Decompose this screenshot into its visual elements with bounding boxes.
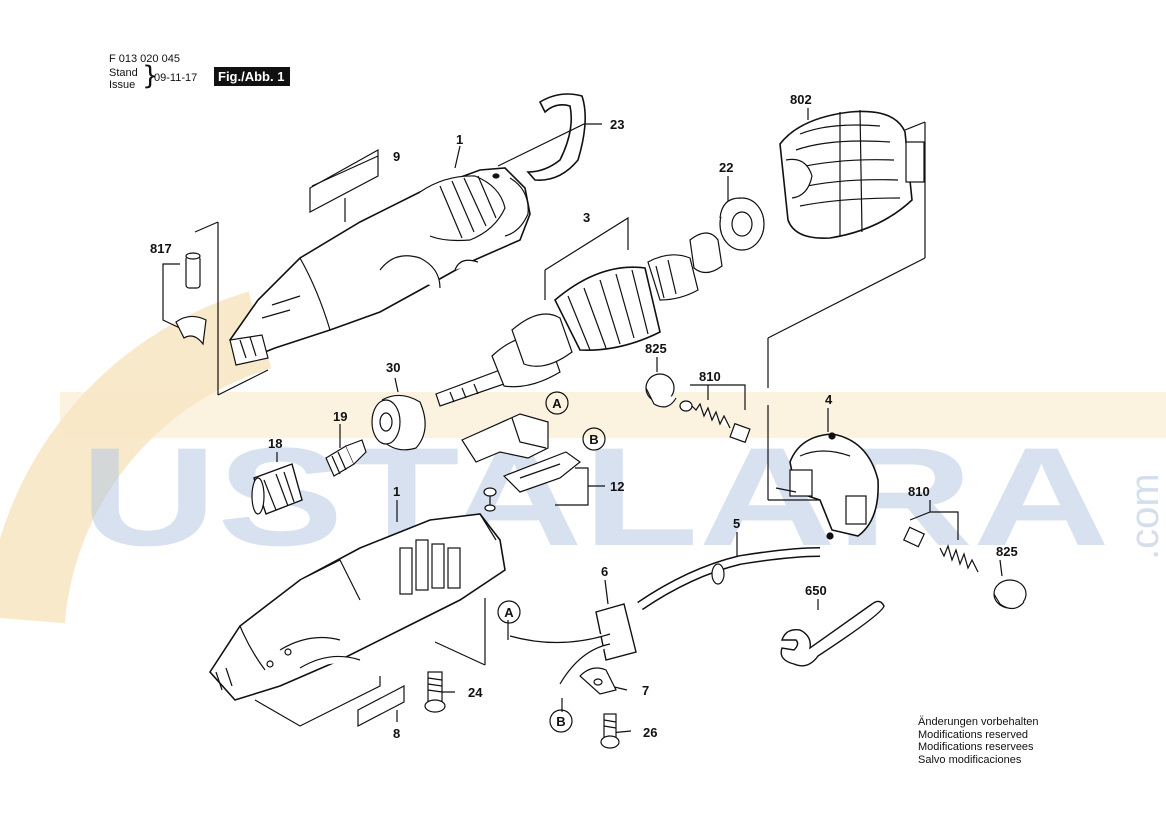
label-part-30: 30 [386,360,400,375]
label-part-1-bottom: 1 [393,484,400,499]
part-817 [175,252,207,346]
part-9-plate [309,148,379,213]
note-line: Modifications reserved [918,728,1029,741]
label-part-650: 650 [805,583,827,598]
label-part-6: 6 [601,564,608,579]
callout-a-top-label: A [552,396,562,411]
label-part-810-bottom: 810 [908,484,930,499]
callout-circles [497,391,606,733]
label-part-1-top: 1 [456,132,463,147]
part-30-bearing [371,394,426,451]
part-5-cord [637,547,821,611]
note-line: Änderungen vorbehalten [918,716,1039,728]
part-22-bearing [719,197,765,251]
part-3-armature [435,232,723,407]
issue-label: Issue [109,79,136,91]
callout-b-top-label: B [589,432,598,447]
note-line: Salvo modificaciones [918,753,1022,766]
callout-b-bottom-label: B [556,714,565,729]
part-810-upper [679,400,751,444]
watermark-arc [0,291,272,624]
label-part-23: 23 [610,117,624,132]
part-26-screw [600,713,620,749]
watermark: USTALARA .com [0,291,1166,624]
part-825-upper [645,373,677,408]
label-part-8: 8 [393,726,400,741]
label-part-26: 26 [643,725,657,740]
part-24-screw [424,671,446,713]
label-part-5: 5 [733,516,740,531]
part-7-clamp [579,667,617,695]
part-8-plate [357,685,405,727]
label-part-802: 802 [790,92,812,107]
callout-a-bottom [497,600,521,624]
modification-notes: Änderungen vorbehalten Modifications res… [918,716,1038,766]
label-part-19: 19 [333,409,347,424]
brace-icon: } [142,61,159,91]
label-part-810-top: 810 [699,369,721,384]
label-part-825-top: 825 [645,341,667,356]
part-650-wrench [780,600,885,667]
part-12-bracket [461,413,581,512]
part-4-brush-holder [775,432,879,540]
label-part-817: 817 [150,241,172,256]
label-part-4: 4 [825,392,833,407]
part-825-lower [993,579,1027,610]
callout-a-top [545,391,569,415]
part-6-strain-relief [509,603,637,685]
label-part-24: 24 [468,685,483,700]
part-810-lower [902,526,979,573]
label-part-3: 3 [583,210,590,225]
note-line: Modifications reservees [918,741,1034,753]
part-23-clip [526,93,586,181]
label-part-22: 22 [719,160,733,175]
watermark-band [60,392,1166,438]
callout-b-top [582,427,606,451]
label-part-825-bottom: 825 [996,544,1018,559]
part-802-field [779,109,925,239]
label-part-18: 18 [268,436,282,451]
label-part-12: 12 [610,479,624,494]
part-18-nut [251,463,303,515]
part-1-upper-housing [229,167,531,366]
issue-date: 09-11-17 [154,72,198,84]
figure-badge: Fig./Abb. 1 [214,67,291,86]
callout-b-bottom [549,709,573,733]
stand-label: Stand [109,67,138,79]
label-part-9: 9 [393,149,400,164]
document-code: F 013 020 045 [109,53,180,65]
part-19-collet [325,439,367,477]
label-part-7: 7 [642,683,649,698]
watermark-suffix: .com [1123,473,1166,560]
part-1-lower-housing [208,513,506,701]
leader-lines [162,108,1003,734]
callout-a-bottom-label: A [504,605,514,620]
